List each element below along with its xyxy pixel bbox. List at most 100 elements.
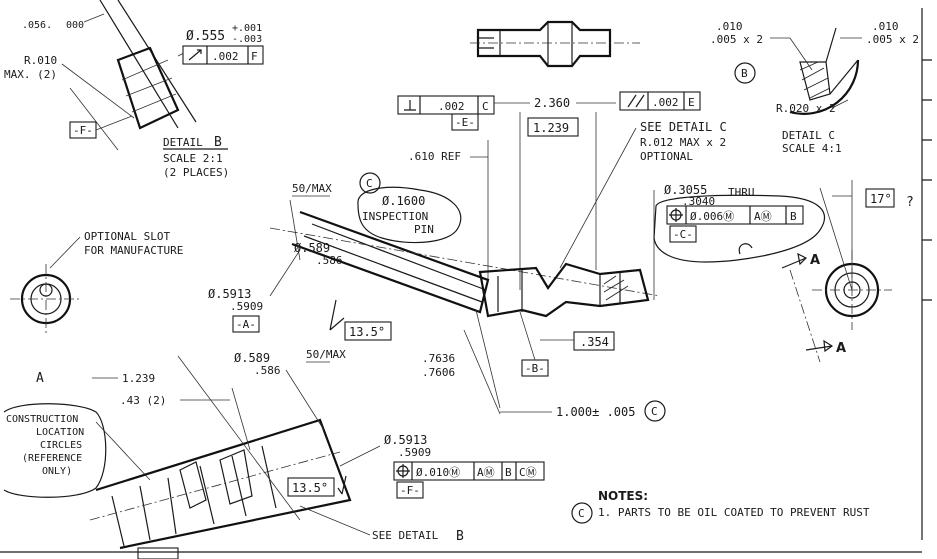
see-detail-c: SEE DETAIL C bbox=[640, 120, 727, 134]
leader-line bbox=[831, 99, 849, 109]
dim-7636: .7636 bbox=[422, 352, 455, 365]
perp-tol: .002 bbox=[438, 100, 465, 113]
notes-block: NOTES: C 1. PARTS TO BE OIL COATED TO PR… bbox=[0, 489, 922, 553]
detail-c-scale: SCALE 4:1 bbox=[782, 142, 842, 155]
see-detail-b-letter: B bbox=[456, 529, 464, 544]
detail-b-dia: Ø.555 bbox=[186, 29, 225, 44]
leader-line bbox=[95, 115, 133, 131]
datum-f-lower: -F- bbox=[400, 484, 420, 497]
thru-label: THRU bbox=[728, 186, 755, 199]
top-feature-frames: .002 C -E- 2.360 .002 E 1.239 bbox=[397, 91, 701, 290]
optional-note: OPTIONAL bbox=[640, 150, 693, 163]
thru-dia-a: Ø.3055 bbox=[664, 183, 707, 197]
main-part-right bbox=[478, 262, 650, 318]
section-arrow-head bbox=[823, 339, 834, 353]
notes-item-1: 1. PARTS TO BE OIL COATED TO PREVENT RUS… bbox=[598, 506, 870, 519]
see-detail-b: SEE DETAIL bbox=[372, 529, 439, 542]
dia-586: .586 bbox=[316, 254, 343, 267]
dim-1000-circle-label: C bbox=[651, 405, 658, 418]
lower-position-frame bbox=[393, 461, 545, 481]
detail-b-dim-top-sub: 000 bbox=[66, 20, 84, 31]
detail-b-section bbox=[116, 46, 180, 130]
lower-part-edges bbox=[111, 445, 277, 547]
detail-b-title-letter: B bbox=[214, 135, 222, 150]
center-line bbox=[89, 451, 341, 521]
question-mark: ? bbox=[906, 195, 914, 210]
angle-17: 17° bbox=[870, 192, 892, 206]
dim-extension bbox=[463, 329, 501, 415]
dim-2360: 2.360 bbox=[534, 96, 570, 110]
detail-b-tol-lower: -.003 bbox=[232, 34, 262, 45]
leader-line bbox=[339, 445, 381, 467]
leader-line bbox=[269, 249, 301, 297]
dim-extension bbox=[231, 387, 251, 451]
section-a-top: A bbox=[810, 253, 820, 268]
section-line bbox=[789, 269, 821, 363]
dim-1239: 1.239 bbox=[533, 121, 569, 135]
radius-012: R.012 MAX x 2 bbox=[640, 136, 726, 149]
detail-b-datum: -F- bbox=[73, 124, 93, 137]
dim-1000-circle bbox=[644, 400, 666, 422]
detail-b-dim-top: .056. bbox=[22, 20, 52, 31]
insp-label-1: INSPECTION bbox=[362, 210, 428, 223]
detail-c-dim-left-a: .010 bbox=[716, 20, 743, 33]
position-frame bbox=[666, 205, 804, 225]
lower-dia-5909: .5909 bbox=[398, 446, 431, 459]
top-part-outline bbox=[476, 20, 612, 68]
scribble-mark bbox=[738, 243, 753, 255]
detail-b-title-word: DETAIL bbox=[163, 136, 203, 149]
datum-a: -A- bbox=[236, 318, 256, 331]
leader-line bbox=[61, 63, 135, 119]
dim-354-box bbox=[573, 331, 615, 351]
slot-lines bbox=[478, 37, 494, 49]
lower-dia-586: .586 bbox=[254, 364, 281, 377]
lower-part-features bbox=[179, 449, 253, 509]
dia-5913: Ø.5913 bbox=[208, 287, 251, 301]
detail-b-scale: SCALE 2:1 bbox=[163, 152, 223, 165]
hole-hatching bbox=[603, 275, 629, 301]
leader-line bbox=[285, 369, 325, 431]
dim-extension bbox=[475, 309, 501, 409]
notes-right: SEE DETAIL C R.012 MAX x 2 OPTIONAL .610… bbox=[408, 120, 727, 280]
leader-line bbox=[789, 37, 813, 71]
lower-view: A 1.239 .43 (2) CONSTRUCTION LOCATION CI… bbox=[3, 348, 545, 559]
part-edges bbox=[497, 270, 621, 312]
pos-datum-1: AⓂ bbox=[754, 210, 772, 223]
detail-c-title: DETAIL C bbox=[782, 129, 835, 142]
lower-pos-datum-3: CⓂ bbox=[519, 466, 537, 479]
detail-b-tol-upper: +.001 bbox=[232, 23, 262, 34]
optional-slot-line-2: FOR MANUFACTURE bbox=[84, 244, 183, 257]
leader-line bbox=[519, 311, 536, 361]
dia-5909: .5909 bbox=[230, 300, 263, 313]
leader-line bbox=[559, 127, 637, 269]
datum-c: -C- bbox=[673, 228, 693, 241]
detail-b-places: (2 PLACES) bbox=[163, 166, 229, 179]
detail-c-dim-right-a: .010 bbox=[872, 20, 899, 33]
detail-b-profile-tol: .002 bbox=[212, 50, 239, 63]
lower-pos-datum-2: B bbox=[505, 466, 512, 479]
notes-circle-label: C bbox=[578, 507, 585, 520]
position-icon bbox=[669, 208, 683, 222]
detail-b: .056. 000 R.010 MAX. (2) Ø.555 +.001 -.0… bbox=[4, 0, 264, 179]
angle-135-box bbox=[344, 321, 392, 341]
section-a-bottom: A bbox=[836, 341, 846, 356]
part-edge bbox=[99, 0, 179, 129]
parallelism-frame bbox=[619, 91, 701, 111]
part-edge bbox=[825, 27, 859, 95]
lower-angle-box bbox=[287, 477, 335, 497]
inspection-circle-label: C bbox=[366, 177, 373, 190]
dim-1000: 1.000± .005 bbox=[556, 405, 635, 419]
side-view: 17° ? A A bbox=[781, 180, 914, 363]
detail-c-dim-left-b: .005 x 2 bbox=[710, 33, 763, 46]
lower-pos-tol: Ø.010Ⓜ bbox=[416, 466, 460, 479]
border-ticks bbox=[922, 59, 932, 301]
inspection-pin-cloud bbox=[357, 186, 462, 244]
parallel-datum: E bbox=[688, 96, 695, 109]
insp-dia: Ø.1600 bbox=[382, 194, 425, 208]
insp-label-2: PIN bbox=[414, 223, 434, 236]
perpendicular-icon bbox=[404, 100, 416, 111]
runout-arrow-icon bbox=[188, 49, 202, 61]
dim-extension bbox=[289, 199, 301, 261]
datum-f-lower-box bbox=[396, 481, 424, 499]
pos-tol: Ø.006Ⓜ bbox=[690, 210, 734, 223]
